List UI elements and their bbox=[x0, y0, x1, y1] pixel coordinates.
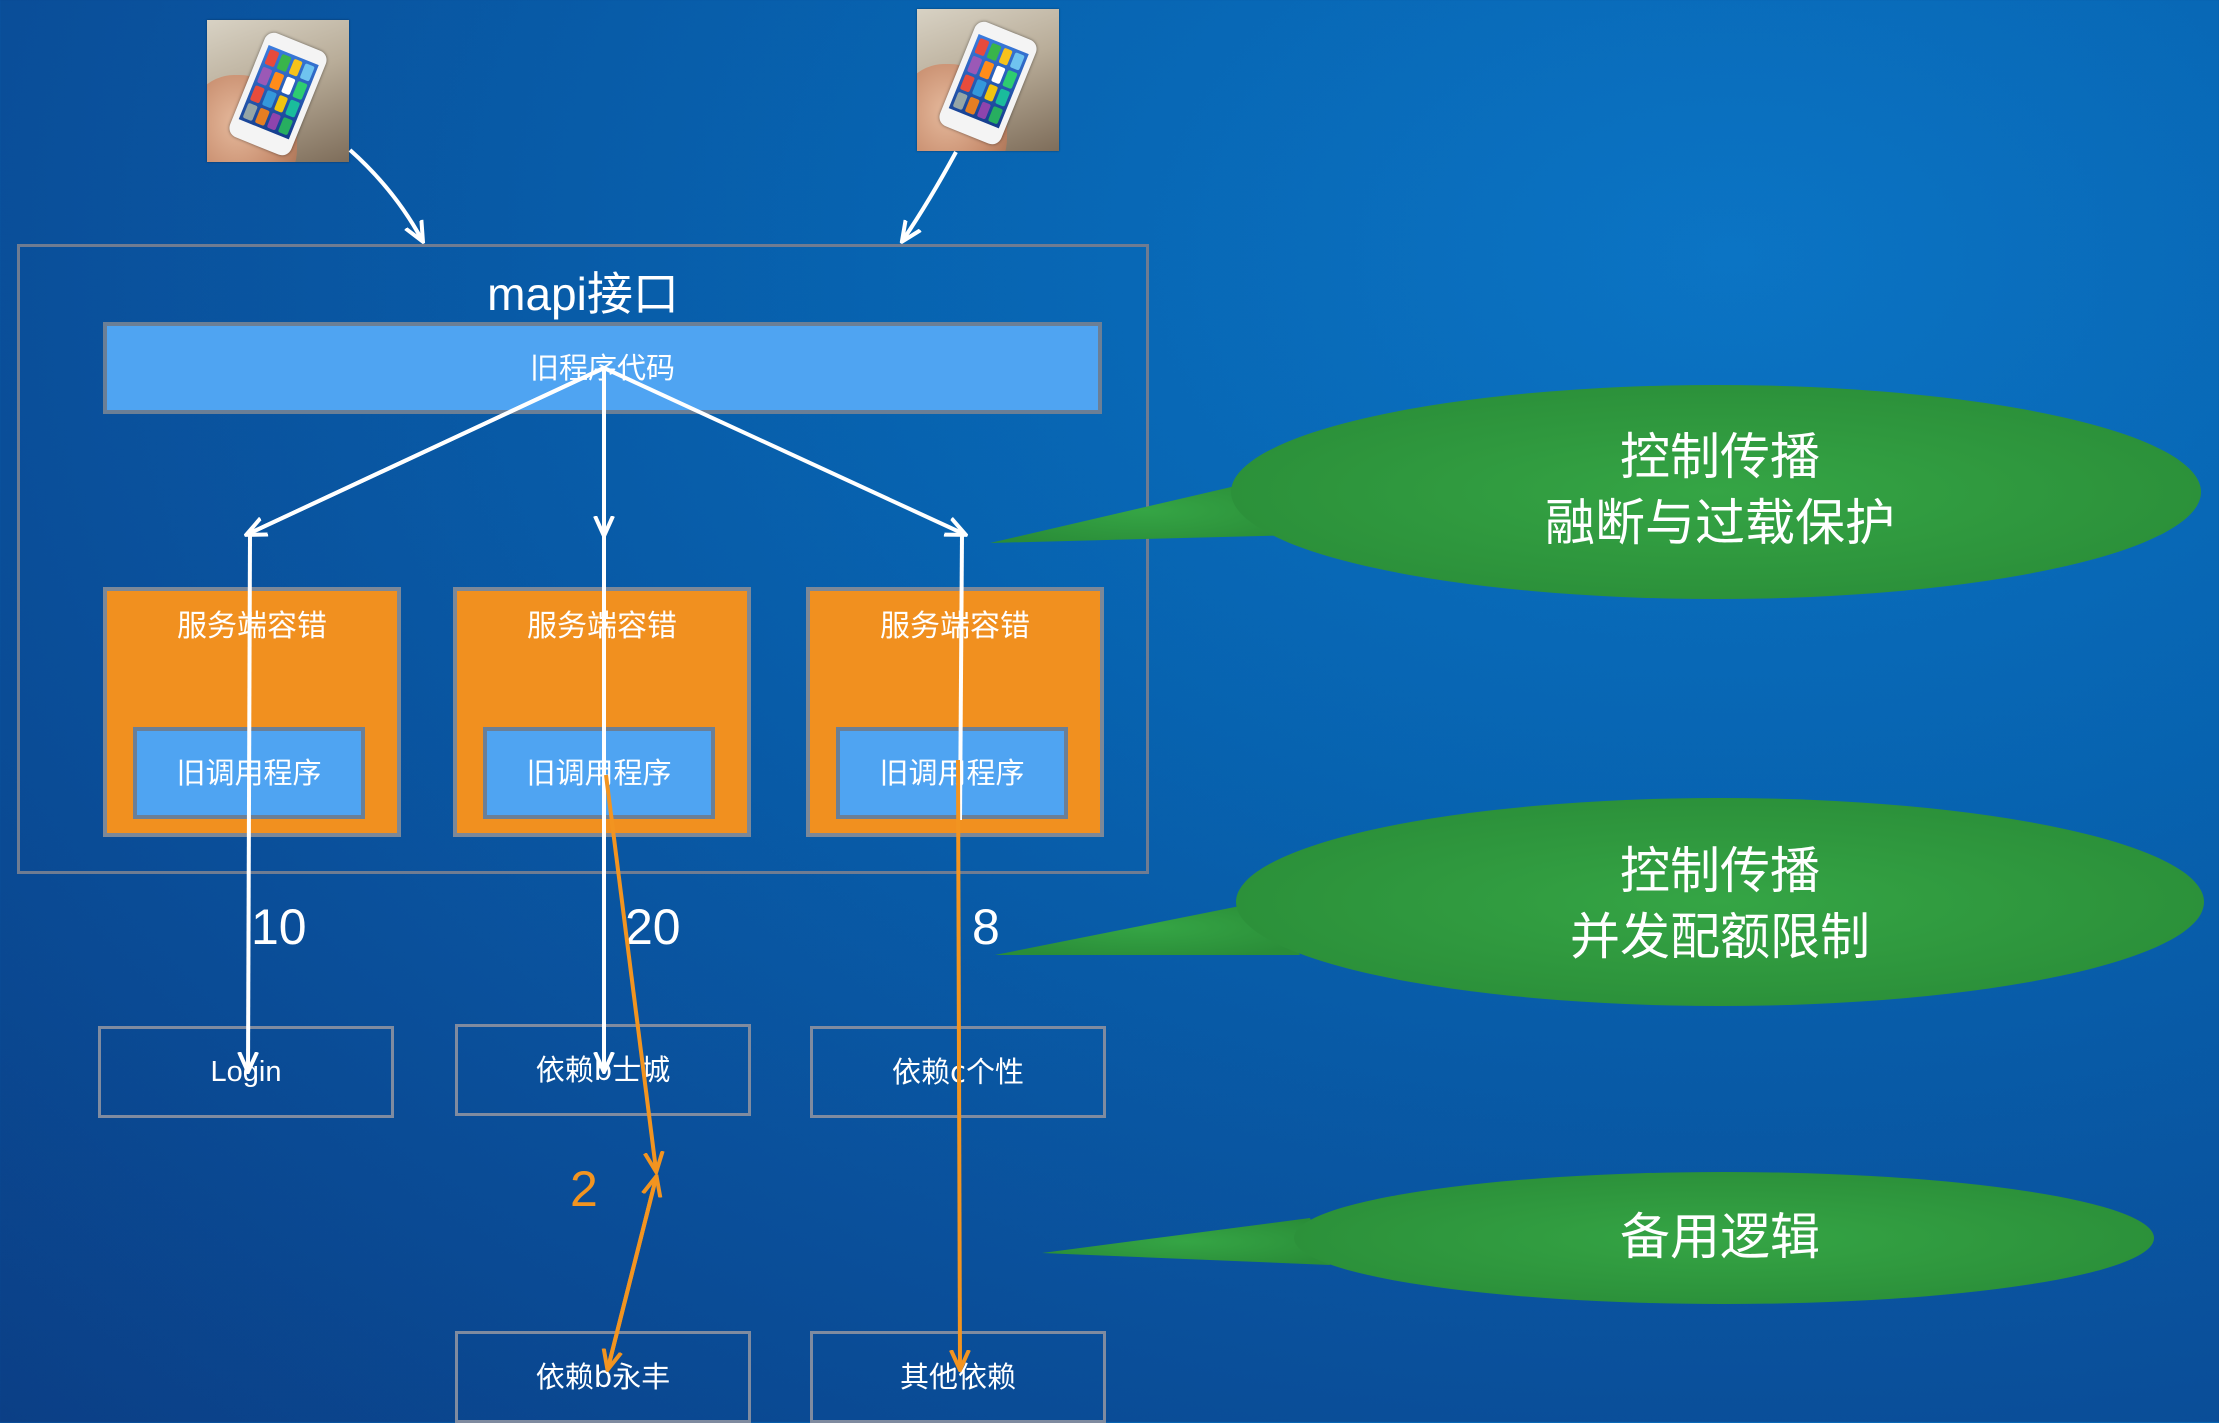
orange-arrow-svc2-to-fallback bbox=[604, 774, 656, 1170]
orange-arrow-svc3-to-other bbox=[958, 759, 960, 1368]
client-phone-image-1 bbox=[207, 20, 349, 162]
service-title: 服务端容错 bbox=[177, 609, 327, 644]
callout-3-text: 备用逻辑 bbox=[1430, 1204, 2010, 1270]
callout-1-text: 控制传播 融断与过载保护 bbox=[1430, 424, 2010, 556]
service-fault-tolerance-box-1: 服务端容错 旧调用程序 bbox=[103, 587, 401, 837]
quota-login: 10 bbox=[251, 899, 307, 955]
callout-bubble-2 bbox=[995, 798, 2204, 1006]
callout-2-text: 控制传播 并发配额限制 bbox=[1430, 838, 2010, 970]
callout-1-line2: 融断与过载保护 bbox=[1545, 494, 1895, 552]
old-caller-box: 旧调用程序 bbox=[836, 727, 1068, 819]
arrow-svc1-to-login bbox=[248, 533, 250, 1070]
orange-arrow-fallback-up bbox=[606, 1178, 656, 1369]
callout-bubble-3 bbox=[1042, 1172, 2154, 1304]
callout-2-line2: 并发配额限制 bbox=[1570, 908, 1870, 966]
mapi-title: mapi接口 bbox=[487, 268, 679, 320]
arrow-client1-to-mapi bbox=[348, 148, 422, 240]
client-phone-image-2 bbox=[917, 9, 1059, 151]
service-fault-tolerance-box-3: 服务端容错 旧调用程序 bbox=[806, 587, 1104, 837]
callout-3-line1: 备用逻辑 bbox=[1620, 1208, 1820, 1266]
line-svc3-up bbox=[958, 533, 964, 821]
mapi-interface-box bbox=[17, 244, 1149, 874]
arrow-code-to-svc3 bbox=[603, 366, 964, 534]
service-title: 服务端容错 bbox=[880, 609, 1030, 644]
callout-1-line1: 控制传播 bbox=[1620, 428, 1820, 486]
callout-2-line1: 控制传播 bbox=[1620, 842, 1820, 900]
arrow-code-to-svc1-back bbox=[247, 366, 605, 536]
fallback-quota: 2 bbox=[570, 1161, 598, 1217]
quota-dependency-c: 8 bbox=[972, 899, 1000, 955]
arrow-client2-to-mapi bbox=[903, 151, 958, 240]
quota-dependency-b: 20 bbox=[625, 899, 681, 955]
old-caller-box: 旧调用程序 bbox=[483, 727, 715, 819]
callout-bubble-1 bbox=[990, 385, 2201, 599]
